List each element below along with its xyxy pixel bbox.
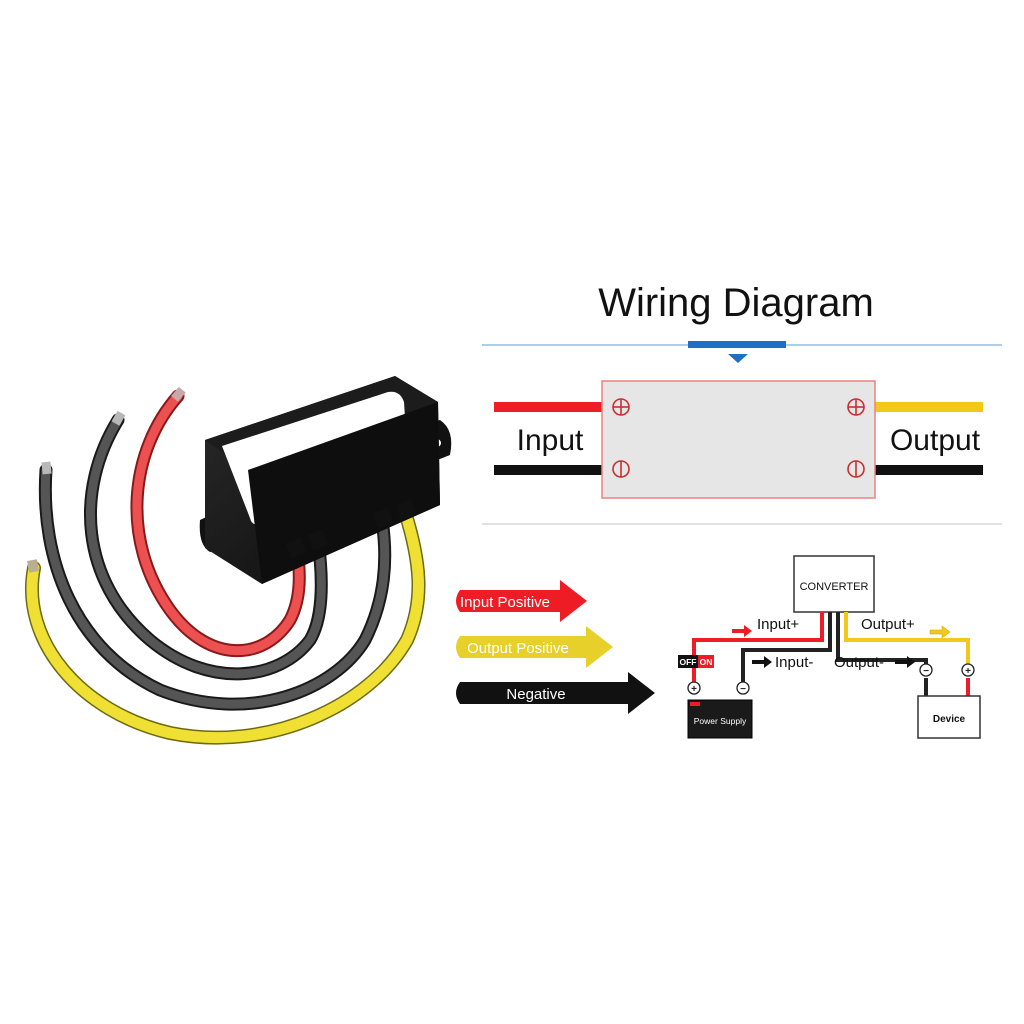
legend-negative-label: Negative bbox=[506, 686, 565, 703]
terminal-output-minus-icon bbox=[847, 460, 865, 478]
legend-output-positive-label: Output Positive bbox=[467, 640, 569, 657]
terminal-output-plus-icon bbox=[847, 398, 865, 416]
device-plus-terminal-icon: + bbox=[961, 663, 975, 677]
schematic-input-negative-wire bbox=[741, 612, 832, 690]
power-supply-battery: Power Supply bbox=[687, 699, 753, 739]
device-box bbox=[917, 695, 981, 739]
converter-box-label: CONVERTER bbox=[800, 581, 869, 593]
input-positive-wire bbox=[494, 402, 602, 412]
input-label: Input bbox=[517, 424, 584, 457]
legend-input-positive: Input Positive bbox=[456, 580, 587, 622]
switch-off-label: OFF bbox=[680, 657, 697, 667]
title-divider-pointer bbox=[728, 354, 748, 363]
output-minus-arrow-icon bbox=[895, 656, 915, 668]
converter-product-illustration bbox=[25, 376, 452, 745]
legend-negative: Negative bbox=[456, 672, 655, 714]
output-label: Output bbox=[890, 424, 981, 457]
input-negative-wire bbox=[494, 465, 602, 475]
output-plus-label: Output+ bbox=[861, 616, 915, 633]
title-divider-accent bbox=[688, 341, 786, 348]
power-switch: OFF ON bbox=[678, 655, 714, 668]
switch-on-label: ON bbox=[700, 657, 713, 667]
diagram-title: Wiring Diagram bbox=[598, 281, 874, 325]
output-positive-wire bbox=[875, 402, 983, 412]
output-negative-wire bbox=[875, 465, 983, 475]
svg-text:−: − bbox=[923, 666, 929, 677]
device-label: Device bbox=[933, 714, 966, 725]
legend-output-positive: Output Positive bbox=[456, 626, 613, 668]
input-minus-label: Input- bbox=[775, 654, 813, 671]
input-plus-label: Input+ bbox=[757, 616, 799, 633]
converter-housing bbox=[199, 376, 452, 584]
schematic-output-positive-wire bbox=[844, 612, 970, 668]
output-minus-label: Output- bbox=[834, 654, 884, 671]
legend-input-positive-label: Input Positive bbox=[460, 594, 550, 611]
svg-text:+: + bbox=[691, 684, 697, 695]
terminal-input-plus-icon bbox=[612, 398, 630, 416]
converter-board bbox=[601, 380, 876, 499]
battery-plus-terminal-icon: + bbox=[687, 681, 701, 695]
converter-box bbox=[793, 555, 875, 613]
device-minus-terminal-icon: − bbox=[919, 663, 933, 677]
terminal-input-minus-icon bbox=[612, 460, 630, 478]
wiring-schematic: CONVERTER Input+ Input- Output+ Output- … bbox=[678, 555, 981, 739]
power-supply-label: Power Supply bbox=[694, 716, 747, 726]
battery-minus-terminal-icon: − bbox=[736, 681, 750, 695]
input-plus-arrow-icon bbox=[732, 625, 752, 637]
legend: Input Positive Output Positive Negative bbox=[456, 580, 655, 714]
svg-text:−: − bbox=[740, 684, 746, 695]
output-plus-arrow-icon bbox=[929, 625, 951, 639]
input-minus-arrow-icon bbox=[752, 656, 772, 668]
top-wiring-diagram: Input Output bbox=[494, 380, 983, 499]
svg-text:+: + bbox=[965, 666, 971, 677]
